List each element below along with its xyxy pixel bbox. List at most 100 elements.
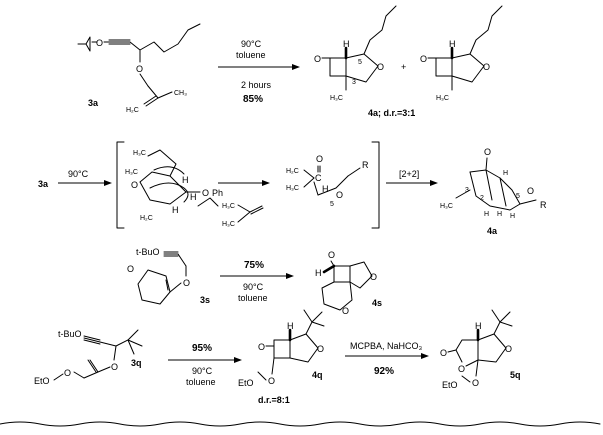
row2-ts-h2: H <box>190 192 197 202</box>
row2-arrow-3: [2+2] <box>386 169 438 186</box>
row1-tbuo-o: O <box>96 38 103 48</box>
row4-reactant-label: 3q <box>131 358 142 368</box>
row1-reactant-3a: O O CH₃ H₂C 3a <box>77 23 201 114</box>
row1-prod-a-h3c: H₃C <box>330 95 343 102</box>
row1-product-a: O O H 5 3 H₃C <box>314 5 397 102</box>
row2-prod-o-ring: O <box>527 186 534 196</box>
row2-arrow-2 <box>218 180 270 186</box>
row3-prod-o-carbonyl: O <box>328 250 335 260</box>
row1-solvent: toluene <box>236 50 266 60</box>
row2-byproduct-h3c-a: H₃C <box>222 203 235 210</box>
row2-product-4a: O 3 2 5 O R H₃C H H H H <box>440 147 547 220</box>
row2-prod-h1: H <box>484 211 489 218</box>
row4-arrowhead1 <box>234 357 242 363</box>
row1-conditions: 90°C toluene 2 hours 85% <box>218 39 300 105</box>
row1-prod-a-num5: 5 <box>358 59 362 66</box>
row4-dr: d.r.=8:1 <box>258 395 290 405</box>
row1-plus: + <box>401 62 406 72</box>
row4-prod-o-lactone: O <box>458 364 465 374</box>
row3-solvent: toluene <box>238 293 268 303</box>
row2-transition-state: H₃C H₃C O H H H O Ph H₂C <box>125 149 223 222</box>
row1-prod-b-h: H <box>449 39 456 49</box>
row1-ch3: CH₃ <box>174 90 187 97</box>
row1-prod-a-carbonyl-o: O <box>314 54 321 64</box>
row4-yield1: 95% <box>192 343 212 354</box>
row1-prod-a-num3: 3 <box>352 79 356 86</box>
row4-intermediate-label: 4q <box>312 370 323 380</box>
row2-byproduct: H₃C H₃C <box>222 203 264 228</box>
row2-int-h: H <box>322 184 329 194</box>
row2-int-o-ring: O <box>336 190 343 200</box>
row2-arrow-1: 90°C <box>58 169 112 186</box>
row2-start-label: 3a <box>38 179 49 189</box>
row2-prod-h4: H <box>503 170 508 177</box>
row2-prod-h3c: H₃C <box>440 203 453 210</box>
row2-ts-o: O <box>131 180 138 190</box>
row2-ts-h3c-left: H₃C <box>125 169 138 176</box>
row2-ts-h1: H <box>182 175 189 185</box>
row2-ts-h3c-top: H₃C <box>133 150 146 157</box>
row2-int-o-top: O <box>316 154 323 164</box>
row4-conditions-2: MCPBA, NaHCO₃ 92% <box>345 341 429 377</box>
row2-left-bracket <box>116 141 125 229</box>
page-edge-decoration <box>0 421 601 427</box>
row1-prod-b-ring-o: O <box>483 62 490 72</box>
row4-int-h: H <box>287 321 294 331</box>
row4-prod-o-carbonyl: O <box>440 348 447 358</box>
row2-step-label: [2+2] <box>399 169 419 179</box>
row2-ts-o2: O <box>202 188 209 198</box>
row2-prod-num2: 2 <box>480 195 484 202</box>
row3-reactant-3s: t-BuO O O 3s <box>127 247 210 305</box>
row3-temperature: 90°C <box>243 282 264 292</box>
row2-prod-num5: 5 <box>516 193 520 200</box>
row2-ts-ph: Ph <box>212 188 223 198</box>
row4-int-o-carbonyl: O <box>258 342 265 352</box>
row1-product-label: 4a; d.r.=3:1 <box>368 108 415 118</box>
row3-product-label: 4s <box>372 298 382 308</box>
row4-int-o-ring: O <box>317 344 324 354</box>
row2-int-num5: 5 <box>330 201 334 208</box>
row2-right-bracket <box>371 141 380 229</box>
row4-eto: EtO <box>34 376 50 386</box>
row1-yield: 85% <box>243 94 263 105</box>
row3-tbuo: t-BuO <box>136 247 160 257</box>
row1-prod-a-ring-o: O <box>377 62 384 72</box>
row3-prod-h: H <box>315 268 322 278</box>
row1-h2c: H₂C <box>126 107 139 114</box>
row4-reagents2: MCPBA, NaHCO₃ <box>350 341 423 351</box>
row2-temperature: 90°C <box>68 169 89 179</box>
row4-o-mom: O <box>64 368 71 378</box>
row2-product-label: 4a <box>487 226 498 236</box>
row2-ts-h2c: H₂C <box>140 215 153 222</box>
row2-int-h3c: H₃C <box>286 185 299 192</box>
row2-int-h2c: H₂C <box>286 168 299 175</box>
row4-arrowhead2 <box>421 353 429 359</box>
row4-tbuo: t-BuO <box>58 329 82 339</box>
row1-time: 2 hours <box>241 80 272 90</box>
row4-int-eto: EtO <box>238 378 254 388</box>
row3-product-4s: O O O H 4s <box>315 250 382 316</box>
row4-product-label: 5q <box>510 370 521 380</box>
row2-prod-h3: H <box>510 213 515 220</box>
row2-prod-r: R <box>540 200 547 210</box>
row2-byproduct-h3c-b: H₃C <box>222 221 235 228</box>
row4-solvent: toluene <box>186 377 216 387</box>
row1-arrowhead <box>292 64 300 70</box>
row2-prod-h2: H <box>497 211 502 218</box>
row1-reactant-label: 3a <box>88 98 99 108</box>
row2-int-r: R <box>362 160 369 170</box>
row3-reactant-label: 3s <box>200 295 210 305</box>
row1-ether-o: O <box>136 64 143 74</box>
row4-int-o-mom: O <box>268 376 275 386</box>
row3-o-ether: O <box>183 278 190 288</box>
row2-prod-o: O <box>484 147 491 157</box>
row3-o-ring: O <box>127 264 134 274</box>
row1-product-b: O O H H₃C <box>420 5 503 102</box>
row2-int-c: C <box>315 173 322 183</box>
row2-ts-h3: H <box>172 205 179 215</box>
row3-arrowhead <box>286 273 294 279</box>
row1-prod-b-h3c: H₃C <box>436 95 449 102</box>
row4-intermediate-4q: O O H O EtO 4q d.r.=8:1 <box>238 309 325 405</box>
row3-conditions: 75% 90°C toluene <box>220 260 294 303</box>
